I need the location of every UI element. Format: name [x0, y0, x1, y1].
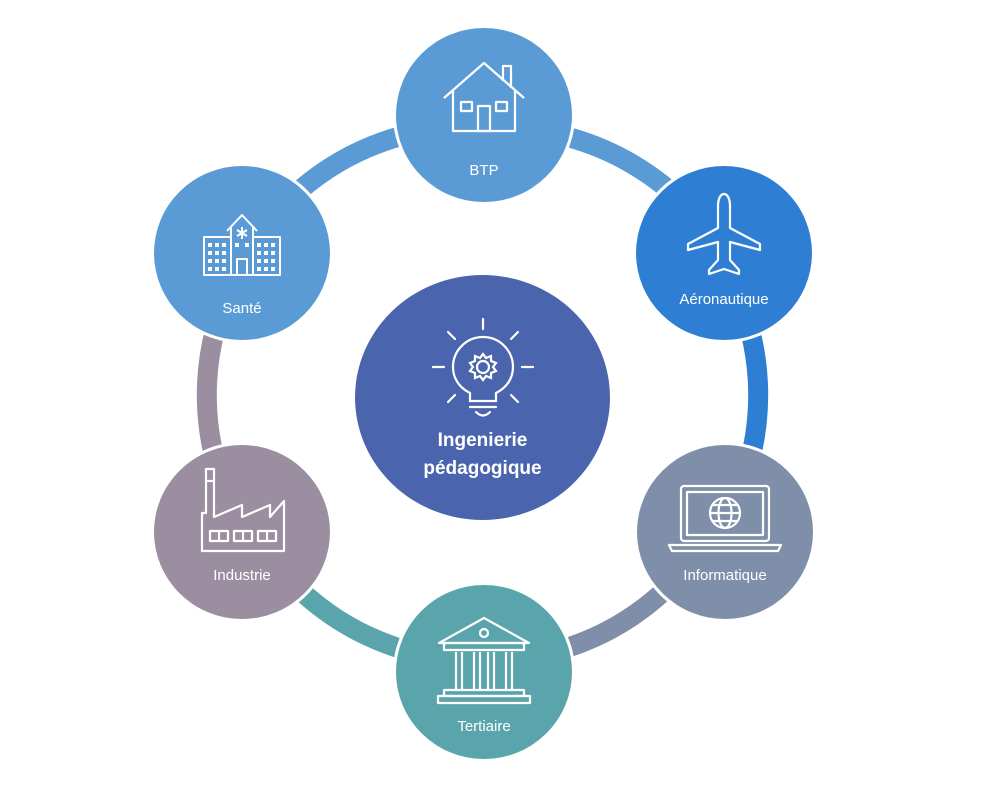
- node-label-btp: BTP: [469, 162, 499, 179]
- bank-building-icon: [436, 616, 532, 705]
- airplane-icon: [686, 192, 762, 276]
- node-label-tertiaire: Tertiaire: [457, 718, 511, 735]
- hospital-icon: [203, 214, 281, 276]
- center-title-line1: Ingenierie: [437, 430, 528, 451]
- node-btp: BTP: [393, 25, 575, 205]
- node-industrie: Industrie: [151, 442, 333, 622]
- node-label-industrie: Industrie: [213, 567, 271, 584]
- node-sante: Santé: [151, 163, 333, 343]
- ring-arc-sante-btp: [293, 125, 408, 198]
- center-circle: Ingenierie pédagogique: [355, 275, 610, 520]
- ring-arc-tertiaire-industrie: [293, 582, 408, 660]
- ring-arc-industrie-sante: [196, 327, 225, 463]
- node-aeronautique: Aéronautique: [633, 163, 815, 343]
- node-tertiaire: Tertiaire: [393, 582, 575, 762]
- ring-arc-informatique-tertiaire: [557, 582, 672, 660]
- factory-icon: [200, 467, 286, 553]
- center-title: Ingenierie pédagogique: [355, 427, 610, 483]
- center-title-line2: pédagogique: [423, 458, 542, 479]
- node-label-sante: Santé: [222, 300, 262, 317]
- node-label-informatique: Informatique: [683, 567, 767, 584]
- lightbulb-gear-icon: [431, 317, 534, 417]
- node-informatique: Informatique: [634, 442, 816, 622]
- ring-arc-aeronautique-informatique: [740, 327, 769, 463]
- house-icon: [443, 61, 525, 133]
- node-label-aeronautique: Aéronautique: [679, 291, 769, 308]
- laptop-globe-icon: [667, 484, 783, 553]
